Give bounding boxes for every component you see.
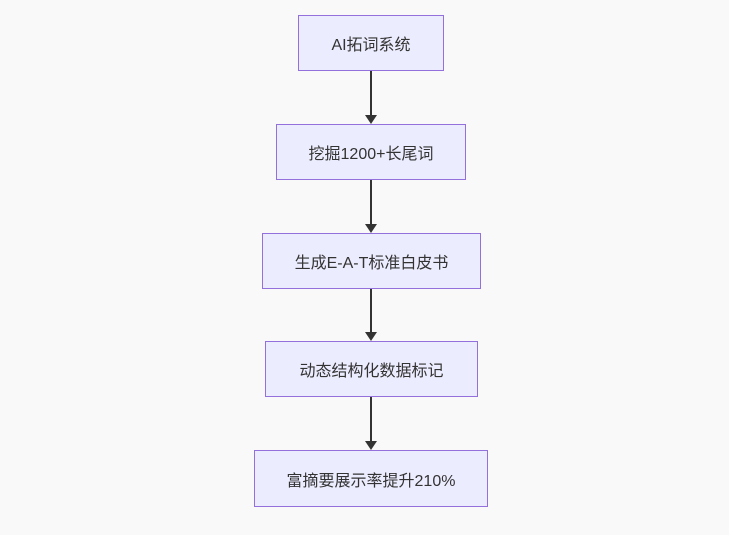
edge-arrow	[365, 397, 377, 450]
flowchart-node-ai-word-expansion: AI拓词系统	[298, 15, 444, 71]
arrowhead-icon	[365, 115, 377, 124]
flowchart-node-rich-snippet-rate: 富摘要展示率提升210%	[254, 450, 488, 507]
arrowhead-icon	[365, 441, 377, 450]
edge-line	[370, 180, 372, 225]
edge-line	[370, 71, 372, 116]
edge-arrow	[365, 289, 377, 341]
edge-arrow	[365, 71, 377, 124]
node-label: 富摘要展示率提升210%	[286, 472, 456, 490]
arrowhead-icon	[365, 332, 377, 341]
flowchart-node-longtail-mining: 挖掘1200+长尾词	[276, 124, 466, 180]
arrowhead-icon	[365, 224, 377, 233]
edge-line	[370, 397, 372, 442]
node-label: 挖掘1200+长尾词	[308, 146, 434, 163]
flowchart-node-structured-data-markup: 动态结构化数据标记	[265, 341, 478, 397]
flowchart-node-eat-whitepaper: 生成E-A-T标准白皮书	[262, 233, 481, 289]
node-label: 生成E-A-T标准白皮书	[294, 255, 449, 272]
node-label: 动态结构化数据标记	[299, 363, 444, 380]
edge-arrow	[365, 180, 377, 233]
edge-line	[370, 289, 372, 333]
node-label: AI拓词系统	[331, 37, 411, 54]
